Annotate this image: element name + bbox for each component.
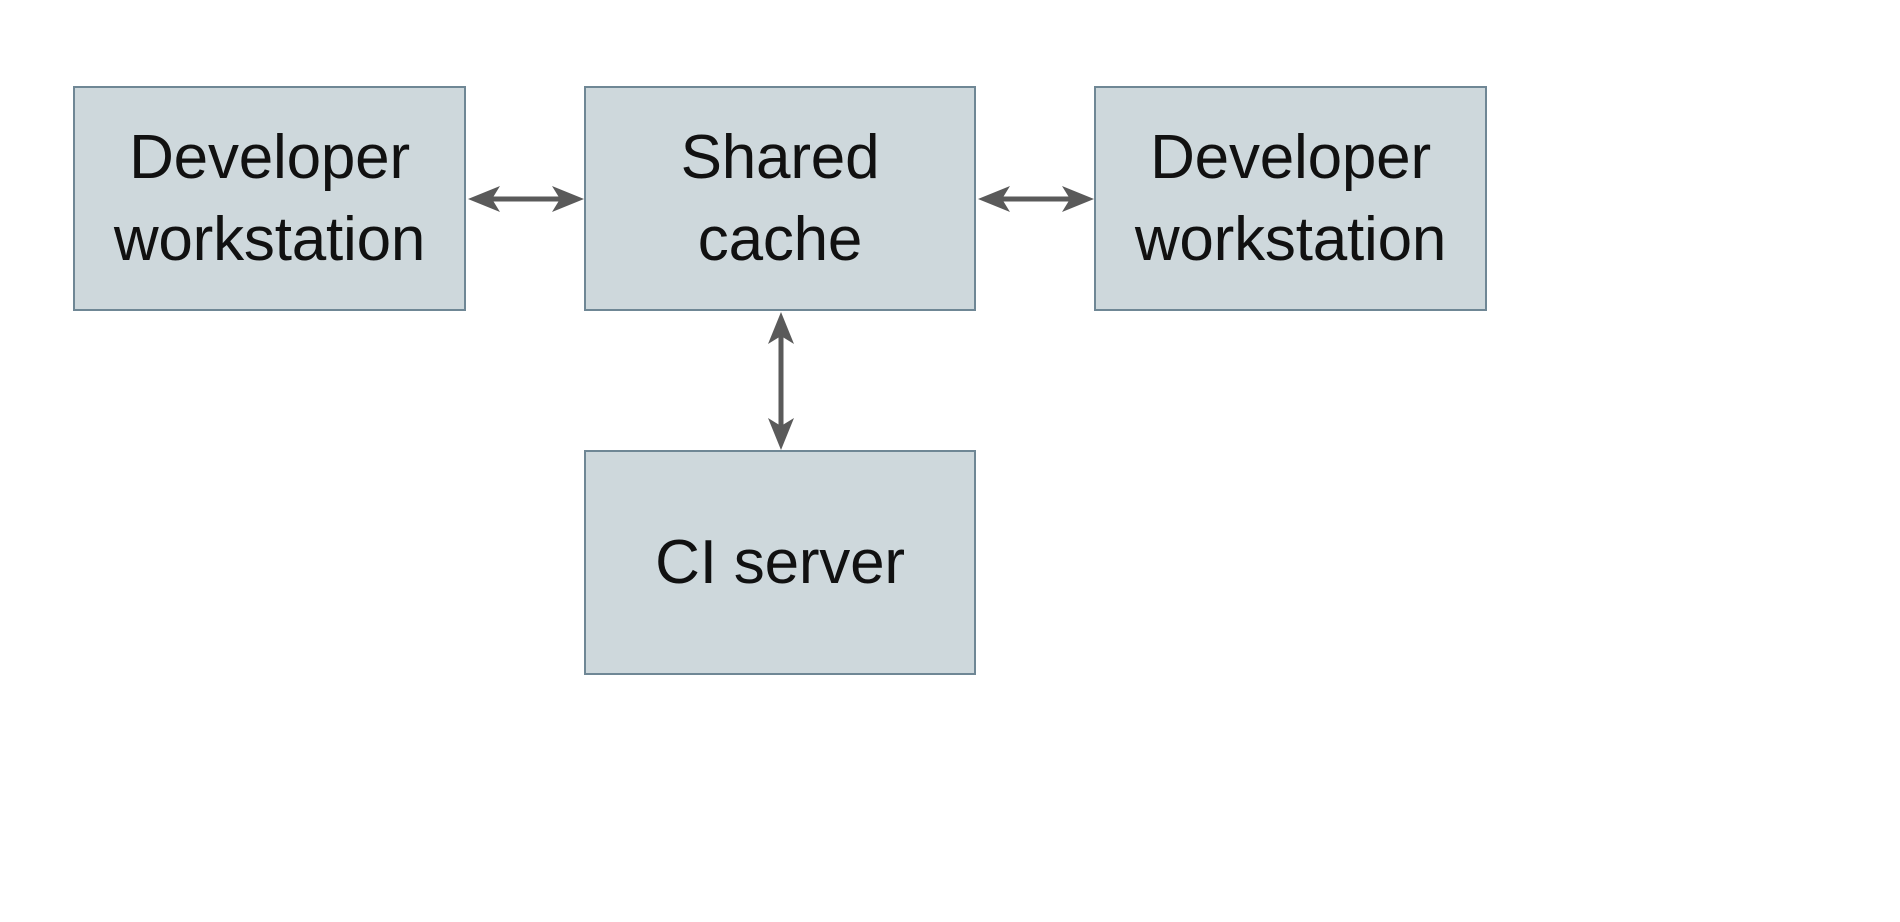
connector-left-to-shared-cache [466, 168, 586, 230]
node-label: Developer workstation [113, 122, 426, 274]
node-developer-workstation-left[interactable]: Developer workstation [73, 86, 466, 311]
node-shared-cache[interactable]: Shared cache [584, 86, 976, 311]
connector-shared-cache-to-right [976, 168, 1096, 230]
connector-shared-cache-to-ci-server [750, 310, 812, 452]
double-headed-arrow-icon [978, 186, 1094, 212]
double-headed-arrow-icon [468, 186, 584, 212]
node-label: CI server [655, 527, 905, 597]
node-ci-server[interactable]: CI server [584, 450, 976, 675]
node-developer-workstation-right[interactable]: Developer workstation [1094, 86, 1487, 311]
node-label: Developer workstation [1134, 122, 1447, 274]
node-label: Shared cache [680, 122, 880, 274]
double-headed-arrow-icon [768, 312, 794, 450]
